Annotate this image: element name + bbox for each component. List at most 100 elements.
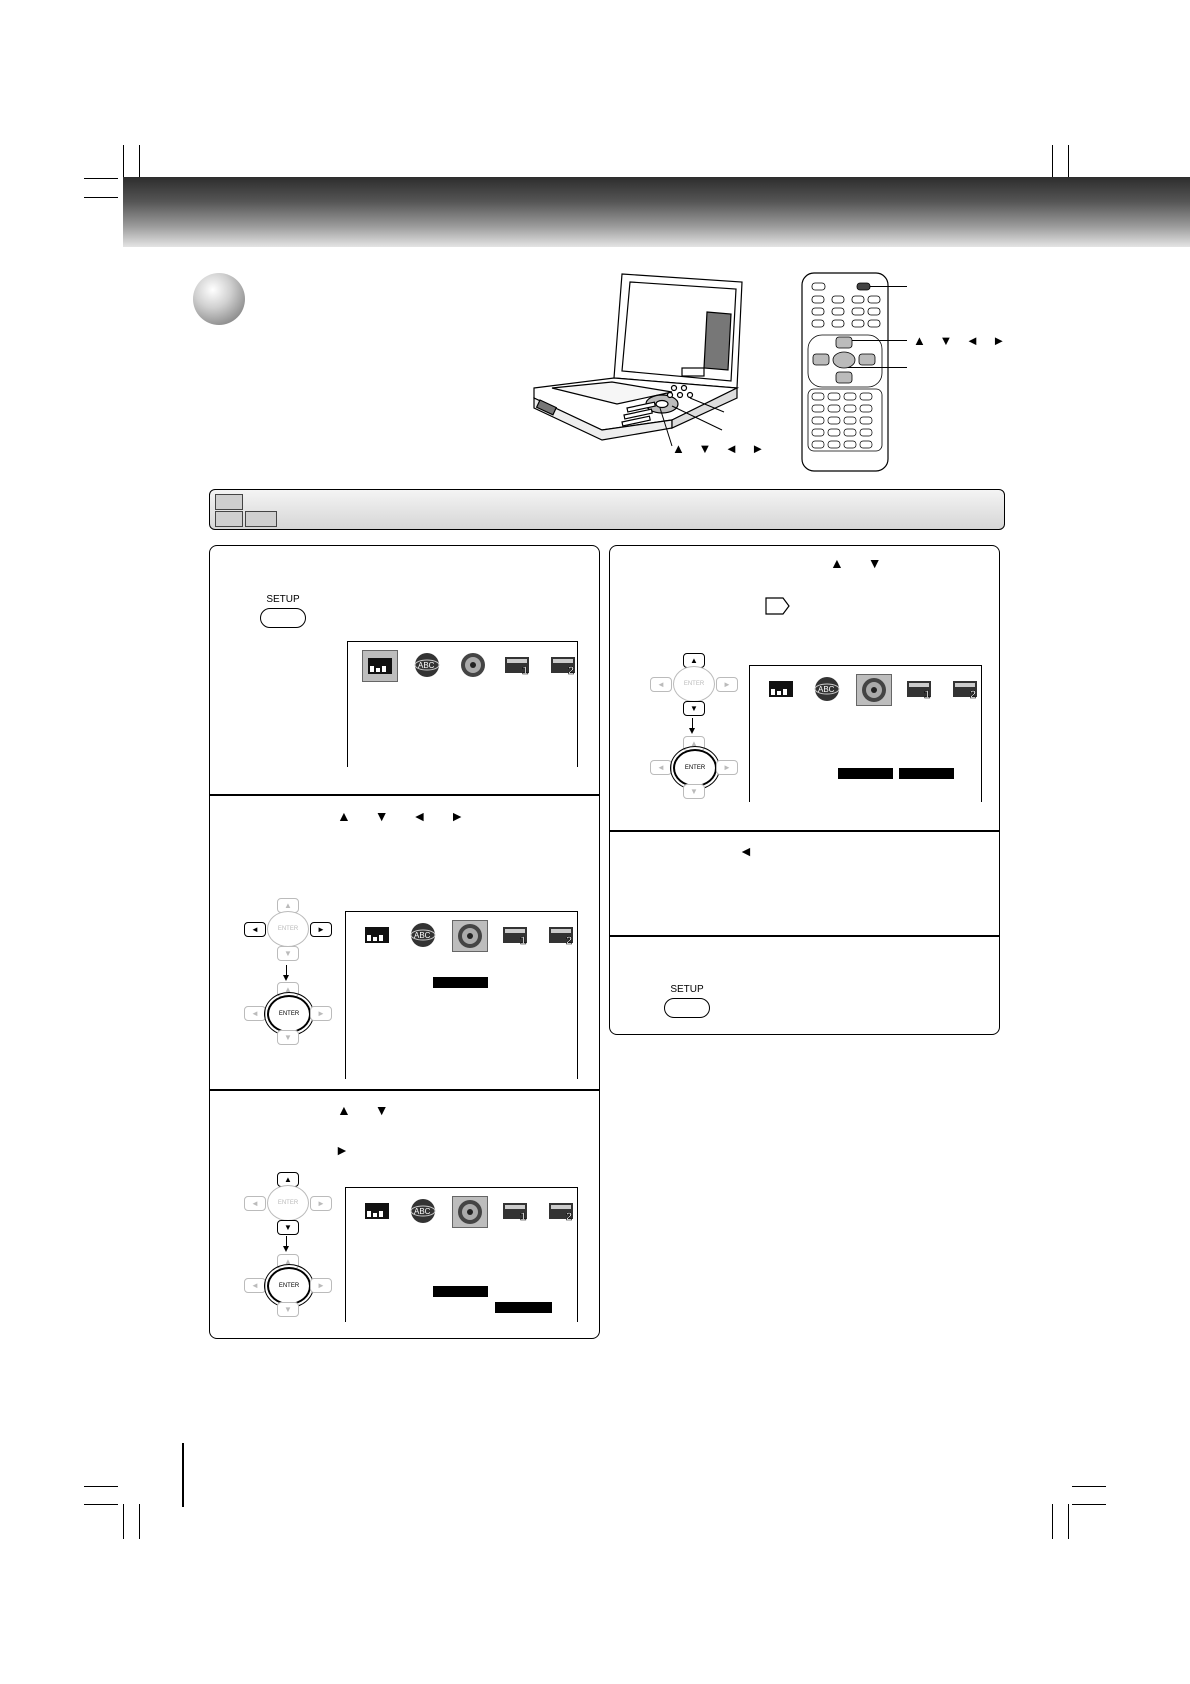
disc-type-badge bbox=[215, 511, 243, 527]
audio-speaker-icon bbox=[856, 674, 892, 706]
svg-text:2: 2 bbox=[568, 665, 574, 676]
crop-mark bbox=[1068, 1504, 1069, 1539]
down-key[interactable]: ▼ bbox=[683, 784, 705, 799]
step5-left-arrow-label: ◄ bbox=[739, 843, 753, 859]
dpad-enter[interactable]: ▲ ◄ ENTER ► ▼ bbox=[646, 732, 740, 802]
enter-key[interactable]: ENTER bbox=[267, 911, 309, 947]
crop-mark bbox=[1072, 1504, 1106, 1505]
display-2-icon: 2 bbox=[548, 650, 582, 680]
crop-mark bbox=[84, 178, 118, 179]
step-divider bbox=[209, 794, 600, 796]
enter-key[interactable]: ENTER bbox=[264, 992, 314, 1036]
step3-right-arrow-label: ► bbox=[335, 1142, 349, 1158]
audio-speaker-icon bbox=[452, 1196, 488, 1228]
dpad-enter[interactable]: ▲ ◄ ENTER ► ▼ bbox=[240, 978, 334, 1048]
svg-text:ABC: ABC bbox=[818, 685, 835, 694]
left-key[interactable]: ◄ bbox=[244, 1278, 266, 1293]
tag-icon bbox=[765, 597, 791, 620]
right-key[interactable]: ► bbox=[310, 1006, 332, 1021]
crop-mark bbox=[84, 1504, 118, 1505]
setup-button-label: SETUP bbox=[670, 984, 704, 995]
down-key[interactable]: ▼ bbox=[277, 1220, 299, 1235]
remote-callout-line bbox=[870, 286, 907, 287]
crop-mark bbox=[1072, 1486, 1106, 1487]
menu-highlight-bar bbox=[433, 1286, 488, 1297]
menu-icon-row: ABC 1 2 bbox=[764, 674, 984, 706]
audio-menu-screen: ABC 1 2 bbox=[345, 911, 578, 1079]
flow-arrow-icon bbox=[283, 1236, 289, 1252]
step2-arrow-keys-label: ▲ ▼ ◄ ► bbox=[337, 808, 475, 824]
setup-button-key bbox=[260, 608, 306, 628]
left-key[interactable]: ◄ bbox=[650, 677, 672, 692]
language-icon: ABC bbox=[406, 1196, 440, 1226]
audio-speaker-icon bbox=[456, 650, 490, 680]
right-key[interactable]: ► bbox=[716, 677, 738, 692]
display-2-icon: 2 bbox=[950, 674, 984, 704]
display-1-icon: 1 bbox=[502, 650, 536, 680]
audio-submenu-screen: ABC 1 2 bbox=[345, 1187, 578, 1322]
picture-icon bbox=[360, 1196, 394, 1226]
svg-text:ABC: ABC bbox=[414, 931, 431, 940]
display-1-icon: 1 bbox=[500, 1196, 534, 1226]
svg-text:1: 1 bbox=[924, 689, 930, 700]
display-2-icon: 2 bbox=[546, 1196, 580, 1226]
dpad-up-down[interactable]: ▲ ◄ ENTER ► ▼ bbox=[646, 649, 740, 719]
dvd-player-illustration bbox=[532, 270, 757, 462]
remote-arrow-keys-label: ▲ ▼ ◄ ► bbox=[913, 333, 1011, 348]
right-key[interactable]: ► bbox=[310, 922, 332, 937]
setup-button-key bbox=[664, 998, 710, 1018]
display-1-icon: 1 bbox=[904, 674, 938, 704]
display-1-icon: 1 bbox=[500, 920, 534, 950]
submenu-highlight-bar bbox=[899, 768, 954, 779]
device-arrow-keys-label: ▲ ▼ ◄ ► bbox=[672, 441, 770, 456]
dpad-up-down[interactable]: ▲ ◄ ENTER ► ▼ bbox=[240, 1168, 334, 1238]
picture-icon bbox=[360, 920, 394, 950]
flow-arrow-icon bbox=[283, 965, 289, 981]
right-key[interactable]: ► bbox=[716, 760, 738, 775]
enter-key[interactable]: ENTER bbox=[267, 1185, 309, 1221]
left-key[interactable]: ◄ bbox=[244, 1196, 266, 1211]
language-icon: ABC bbox=[410, 650, 444, 680]
step-divider bbox=[609, 935, 1000, 937]
svg-text:1: 1 bbox=[520, 935, 526, 946]
remote-control-illustration bbox=[800, 271, 900, 476]
crop-mark bbox=[139, 145, 140, 180]
submenu-highlight-bar bbox=[495, 1302, 552, 1313]
svg-text:1: 1 bbox=[520, 1211, 526, 1222]
svg-text:1: 1 bbox=[522, 665, 528, 676]
crop-mark bbox=[84, 197, 118, 198]
crop-mark bbox=[84, 1486, 118, 1487]
dpad-enter[interactable]: ▲ ◄ ENTER ► ▼ bbox=[240, 1250, 334, 1320]
step-divider bbox=[609, 830, 1000, 832]
down-key[interactable]: ▼ bbox=[277, 1030, 299, 1045]
setup-button[interactable]: SETUP bbox=[240, 594, 326, 628]
flow-arrow-icon bbox=[689, 718, 695, 734]
enter-key[interactable]: ENTER bbox=[670, 746, 720, 790]
left-key[interactable]: ◄ bbox=[650, 760, 672, 775]
disc-type-badge bbox=[245, 511, 277, 527]
step4-arrow-keys-label: ▲ ▼ bbox=[830, 555, 892, 571]
language-icon: ABC bbox=[810, 674, 844, 704]
audio-setting-screen: ABC 1 2 bbox=[749, 665, 982, 802]
svg-text:ABC: ABC bbox=[418, 661, 435, 670]
setup-button[interactable]: SETUP bbox=[644, 984, 730, 1018]
menu-highlight-bar bbox=[838, 768, 893, 779]
left-key[interactable]: ◄ bbox=[244, 1006, 266, 1021]
left-key[interactable]: ◄ bbox=[244, 922, 266, 937]
enter-key[interactable]: ENTER bbox=[264, 1264, 314, 1308]
menu-icon-row: ABC 1 2 bbox=[360, 920, 580, 952]
dpad-left-right[interactable]: ▲ ◄ ENTER ► ▼ bbox=[240, 894, 334, 964]
down-key[interactable]: ▼ bbox=[277, 1302, 299, 1317]
crop-mark bbox=[139, 1504, 140, 1539]
header-band bbox=[123, 177, 1190, 247]
enter-key[interactable]: ENTER bbox=[673, 666, 715, 702]
down-key[interactable]: ▼ bbox=[683, 701, 705, 716]
remote-callout-line bbox=[848, 367, 907, 368]
svg-text:ABC: ABC bbox=[414, 1207, 431, 1216]
display-2-icon: 2 bbox=[546, 920, 580, 950]
right-key[interactable]: ► bbox=[310, 1196, 332, 1211]
right-key[interactable]: ► bbox=[310, 1278, 332, 1293]
down-key[interactable]: ▼ bbox=[277, 946, 299, 961]
picture-icon bbox=[362, 650, 398, 682]
svg-text:2: 2 bbox=[970, 689, 976, 700]
